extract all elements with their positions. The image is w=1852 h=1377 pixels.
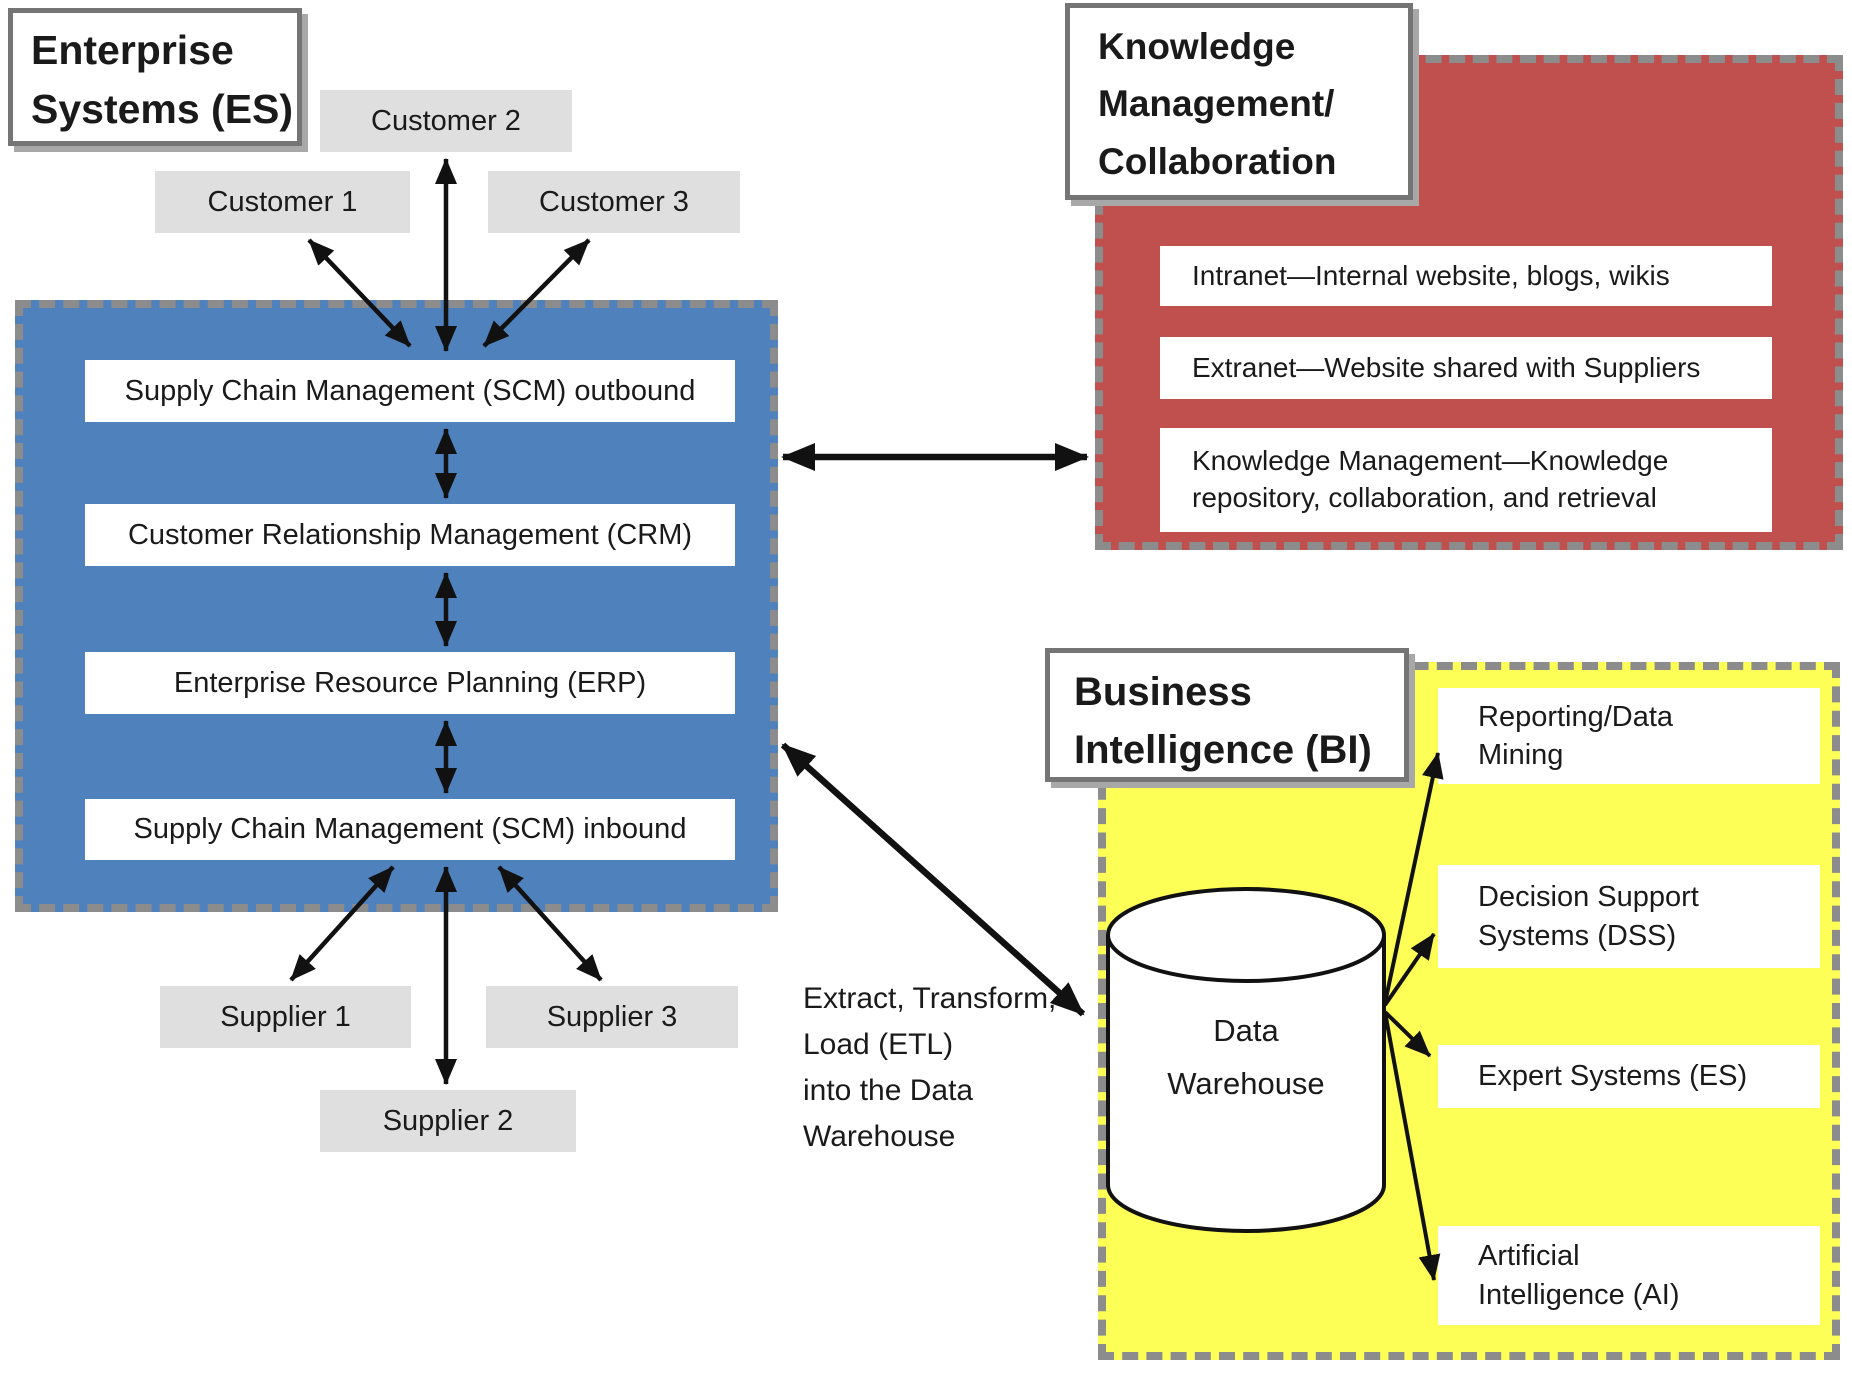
crm-box: Customer Relationship Management (CRM) — [85, 504, 735, 566]
intranet-box: Intranet—Internal website, blogs, wikis — [1160, 246, 1772, 306]
supplier-3-box: Supplier 3 — [486, 986, 738, 1048]
knowledge-management-title: Knowledge Management/ Collaboration — [1065, 3, 1413, 200]
dss-label-line1: Decision Support — [1478, 881, 1699, 914]
bi-title-line1: Business — [1074, 670, 1252, 714]
bi-title-line2: Intelligence (BI) — [1074, 728, 1372, 772]
scm-inbound-box: Supply Chain Management (SCM) inbound — [85, 799, 735, 860]
data-warehouse-label-line2: Warehouse — [1167, 1065, 1325, 1101]
ai-label-line1: Artificial — [1478, 1240, 1580, 1273]
supplier-1-box: Supplier 1 — [160, 986, 411, 1048]
km-title-line2: Management/ — [1098, 83, 1335, 125]
supplier-3-label: Supplier 3 — [546, 1000, 678, 1033]
reporting-label-line1: Reporting/Data — [1478, 700, 1674, 733]
expert-systems-box: Expert Systems (ES) — [1438, 1045, 1820, 1108]
reporting-label-line2: Mining — [1478, 739, 1564, 771]
artificial-intelligence-box: Artificial Intelligence (AI) — [1438, 1226, 1820, 1325]
etl-label-line2: Load (ETL) — [803, 1027, 954, 1061]
customer-1-label: Customer 1 — [207, 185, 358, 218]
supplier-2-label: Supplier 2 — [382, 1104, 514, 1137]
decision-support-box: Decision Support Systems (DSS) — [1438, 865, 1820, 968]
knowledge-repository-label-line2: repository, collaboration, and retrieval — [1192, 482, 1657, 513]
extranet-label: Extranet—Website shared with Suppliers — [1192, 351, 1701, 383]
km-title-line1: Knowledge — [1098, 26, 1296, 67]
knowledge-repository-box: Knowledge Management—Knowledge repositor… — [1160, 428, 1772, 532]
dss-label-line2: Systems (DSS) — [1478, 919, 1677, 952]
enterprise-systems-title: Enterprise Systems (ES) — [8, 8, 302, 146]
data-warehouse-label: Data Warehouse — [1120, 1005, 1372, 1110]
customer-3-label: Customer 3 — [539, 185, 689, 218]
crm-label: Customer Relationship Management (CRM) — [127, 518, 693, 551]
etl-label-line3: into the Data — [803, 1073, 974, 1107]
es-title-line1: Enterprise — [31, 27, 234, 73]
ai-label-line2: Intelligence (AI) — [1478, 1278, 1680, 1311]
arrow-es-etl-warehouse — [780, 742, 1086, 1017]
erp-box: Enterprise Resource Planning (ERP) — [85, 652, 735, 714]
es-title-line2: Systems (ES) — [31, 86, 294, 133]
erp-label: Enterprise Resource Planning (ERP) — [173, 666, 647, 699]
scm-inbound-label: Supply Chain Management (SCM) inbound — [133, 813, 687, 845]
extranet-box: Extranet—Website shared with Suppliers — [1160, 337, 1772, 399]
reporting-data-mining-box: Reporting/Data Mining — [1438, 688, 1820, 784]
knowledge-repository-label-line1: Knowledge Management—Knowledge — [1192, 445, 1669, 477]
customer-2-label: Customer 2 — [371, 104, 521, 137]
customer-3-box: Customer 3 — [488, 171, 740, 233]
scm-outbound-box: Supply Chain Management (SCM) outbound — [85, 360, 735, 422]
data-warehouse-label-line1: Data — [1213, 1013, 1279, 1048]
km-title-line3: Collaboration — [1098, 140, 1337, 182]
supplier-2-box: Supplier 2 — [320, 1090, 576, 1152]
etl-label: Extract, Transform, Load (ETL) into the … — [803, 976, 1103, 1160]
supplier-1-label: Supplier 1 — [220, 1000, 351, 1033]
scm-outbound-label: Supply Chain Management (SCM) outbound — [124, 374, 696, 407]
business-intelligence-title: Business Intelligence (BI) — [1045, 648, 1409, 782]
etl-label-line1: Extract, Transform, — [803, 982, 1057, 1015]
customer-1-box: Customer 1 — [155, 171, 410, 233]
intranet-label: Intranet—Internal website, blogs, wikis — [1192, 259, 1670, 291]
etl-label-line4: Warehouse — [803, 1119, 956, 1153]
customer-2-box: Customer 2 — [320, 90, 572, 152]
expert-systems-label: Expert Systems (ES) — [1478, 1060, 1748, 1093]
